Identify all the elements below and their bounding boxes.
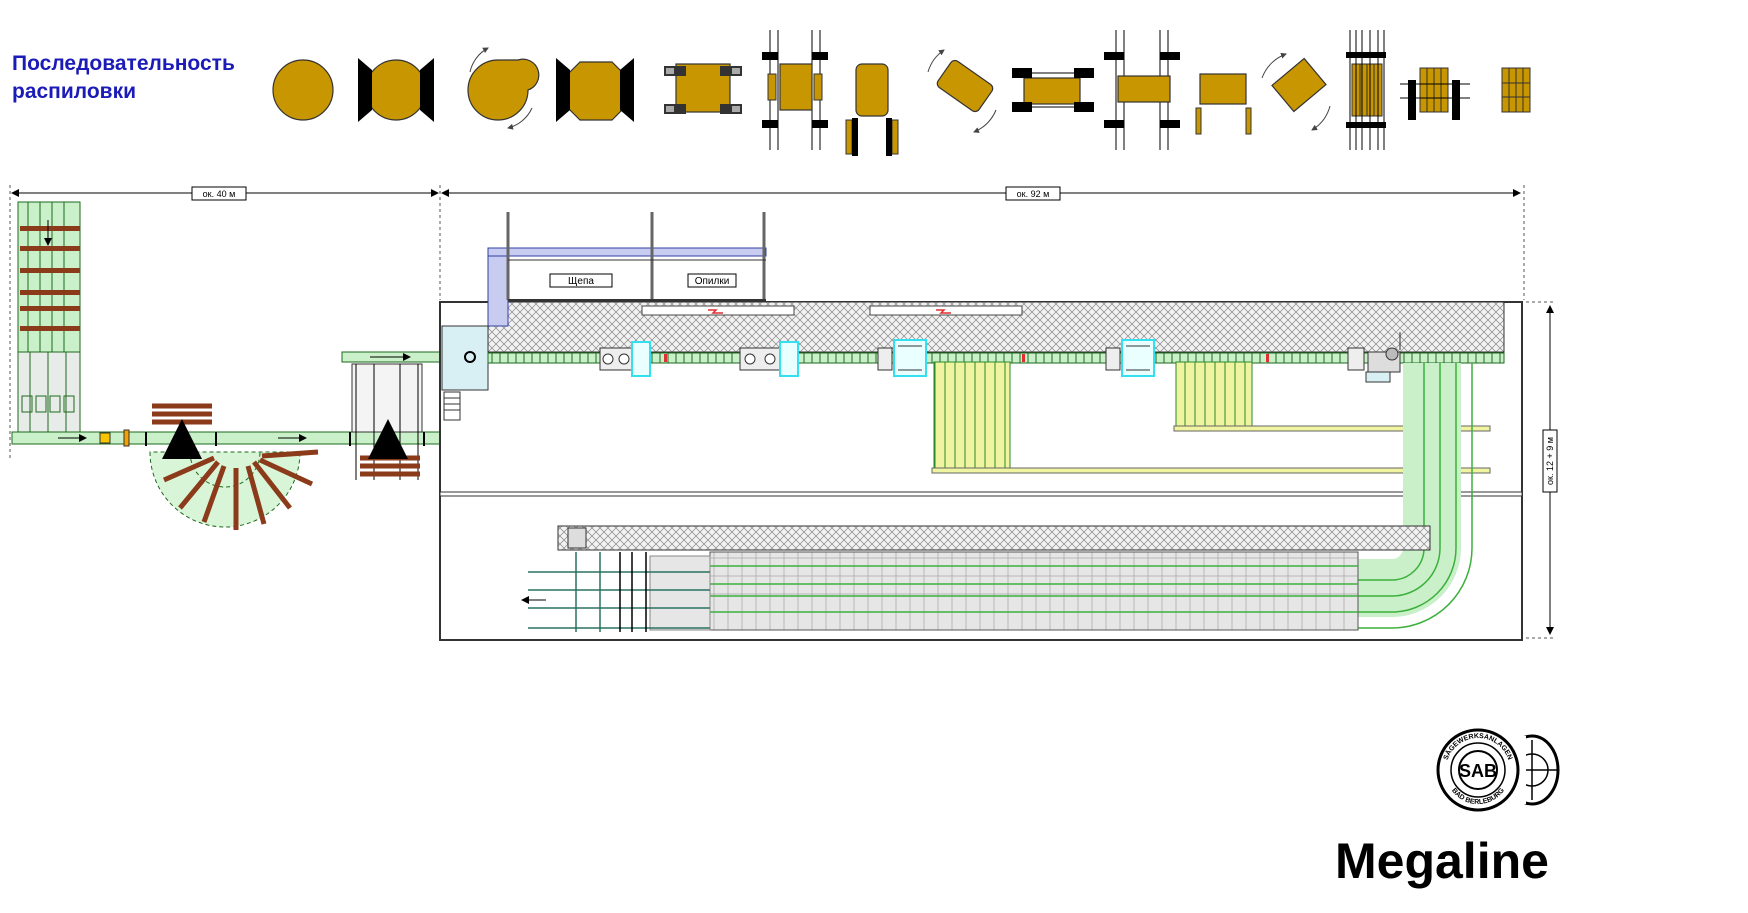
step-boards-icon	[1400, 67, 1470, 120]
product-name: Megaline	[1335, 833, 1549, 889]
chip-chute	[487, 212, 767, 327]
step-multi-saw-icon	[1346, 30, 1386, 150]
log-deck	[17, 201, 81, 435]
step-split-cant-icon-2	[1104, 30, 1180, 150]
log-buffer-deck	[341, 351, 441, 480]
step-split-cant-icon	[762, 30, 828, 150]
chips-bin-label: Щепа	[568, 276, 594, 287]
sawdust-bin: Опилки	[687, 273, 737, 288]
infeed-station	[441, 325, 489, 421]
machine-saw-2	[1105, 339, 1155, 377]
dimension-right: ок. 92 м	[441, 185, 1525, 300]
return-conveyor	[1356, 363, 1473, 629]
step-four-sided-cant-icon	[556, 58, 634, 122]
machine-saw-1	[877, 339, 927, 377]
step-reduced-cant-icon	[1012, 68, 1094, 112]
side-board-sorting-1	[931, 361, 1491, 474]
step-side-boards-icon	[845, 63, 899, 156]
step-two-sided-cant-icon	[358, 58, 434, 122]
logo-center-text: SAB	[1459, 761, 1497, 781]
board-sorter	[521, 525, 1431, 632]
step-rotate-icon-3	[1261, 52, 1331, 131]
chips-bin: Щепа	[549, 273, 613, 288]
sawdust-bin-label: Опилки	[695, 276, 730, 287]
main-saw-line	[487, 332, 1505, 383]
step-rotate-icon-2	[927, 49, 997, 133]
dimension-right-label: ок. 92 м	[1017, 189, 1050, 199]
dimension-side-label: ок. 12 + 9 м	[1545, 437, 1555, 485]
sawing-sequence-strip	[272, 30, 1531, 156]
log-sorting-fan	[149, 403, 319, 530]
step-board-stack-icon	[1501, 67, 1531, 113]
step-rotate-icon	[467, 47, 540, 130]
step-side-boards-icon-2	[1195, 73, 1252, 135]
step-round-log-icon	[272, 59, 334, 121]
heading-line-2: распиловки	[12, 80, 137, 103]
dimension-left-label: ок. 40 м	[203, 189, 236, 199]
step-profiled-cant-icon	[664, 63, 742, 114]
dimension-side: ок. 12 + 9 м	[1526, 301, 1558, 639]
side-board-sorting-2	[1173, 361, 1491, 432]
sab-logo: SÄGEWERKSANLAGEN BAD BERLEBURG SAB	[1436, 728, 1560, 812]
heading-line-1: Последовательность	[12, 52, 235, 75]
machine-profiler-1	[739, 341, 799, 377]
machine-multisaw	[1347, 332, 1401, 383]
machine-chipper-1	[599, 341, 651, 377]
sawing-sequence-heading: Последовательность распиловки	[12, 50, 235, 106]
dimension-left: ок. 40 м	[9, 185, 441, 460]
